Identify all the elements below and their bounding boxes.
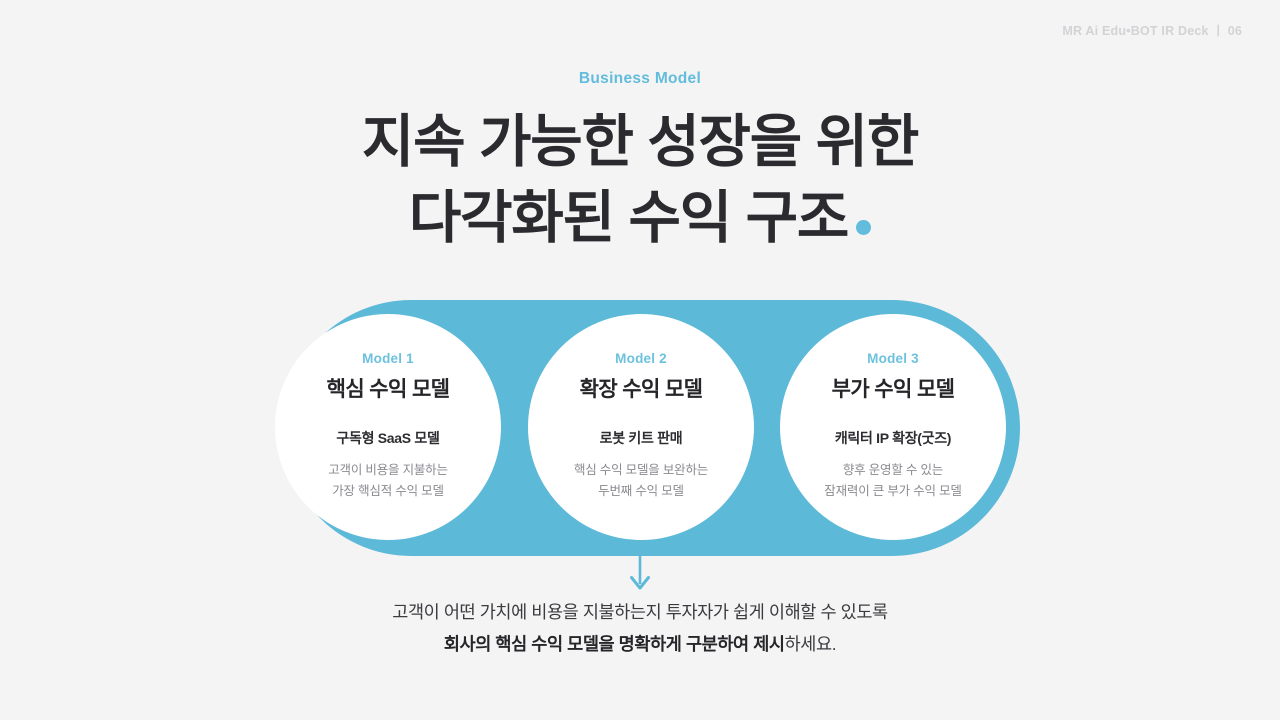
model-card-1-desc-line-2: 가장 핵심적 수익 모델: [332, 484, 444, 499]
title-accent-dot-icon: [856, 220, 872, 235]
footnote-line-2-emphasis: 회사의 핵심 수익 모델을 명확하게 구분하여 제시: [443, 634, 785, 654]
model-card-2-title: 확장 수익 모델: [579, 377, 703, 401]
footnote-line-1: 고객이 어떤 가치에 비용을 지불하는지 투자자가 쉽게 이해할 수 있도록: [392, 602, 888, 622]
model-card-1-desc-line-1: 고객이 비용을 지불하는: [328, 463, 448, 478]
business-model-diagram: Model 1 핵심 수익 모델 구독형 SaaS 모델 고객이 비용을 지불하…: [275, 300, 1020, 556]
model-card-3-kicker: Model 3: [867, 351, 919, 366]
section-eyebrow: Business Model: [578, 70, 702, 87]
model-card-3[interactable]: Model 3 부가 수익 모델 캐릭터 IP 확장(굿즈) 향후 운영할 수 …: [780, 314, 1006, 540]
page-title: 지속 가능한 성장을 위한 다각화된 수익 구조: [0, 104, 1280, 256]
footnote-line-2-tail: 하세요.: [784, 634, 837, 654]
model-card-3-subtitle: 캐릭터 IP 확장(굿즈): [834, 429, 952, 446]
model-card-2-desc-line-2: 두번째 수익 모델: [598, 484, 684, 499]
model-card-3-desc-line-1: 향후 운영할 수 있는: [842, 463, 944, 478]
deck-header-label: MR Ai Edu•BOT IR Deck ㅣ 06: [1062, 24, 1242, 38]
model-card-2-kicker: Model 2: [615, 351, 667, 366]
model-card-3-title: 부가 수익 모델: [831, 377, 955, 401]
title-line-1: 지속 가능한 성장을 위한: [361, 110, 920, 174]
model-card-3-desc-line-2: 잠재력이 큰 부가 수익 모델: [824, 484, 962, 499]
footnote-block: 고객이 어떤 가치에 비용을 지불하는지 투자자가 쉽게 이해할 수 있도록 회…: [0, 596, 1280, 660]
model-card-2-desc-line-1: 핵심 수익 모델을 보완하는: [573, 463, 709, 478]
title-line-2: 다각화된 수익 구조: [408, 186, 849, 250]
model-card-2[interactable]: Model 2 확장 수익 모델 로봇 키트 판매 핵심 수익 모델을 보완하는…: [528, 314, 754, 540]
footnote-line-2: 회사의 핵심 수익 모델을 명확하게 구분하여 제시하세요.: [0, 628, 1280, 660]
model-card-1-title: 핵심 수익 모델: [326, 377, 450, 401]
model-card-2-subtitle: 로봇 키트 판매: [599, 429, 683, 446]
model-card-1-kicker: Model 1: [362, 351, 414, 366]
model-card-1-subtitle: 구독형 SaaS 모델: [336, 429, 440, 446]
model-card-1[interactable]: Model 1 핵심 수익 모델 구독형 SaaS 모델 고객이 비용을 지불하…: [275, 314, 501, 540]
arrow-down-icon: [630, 554, 650, 590]
